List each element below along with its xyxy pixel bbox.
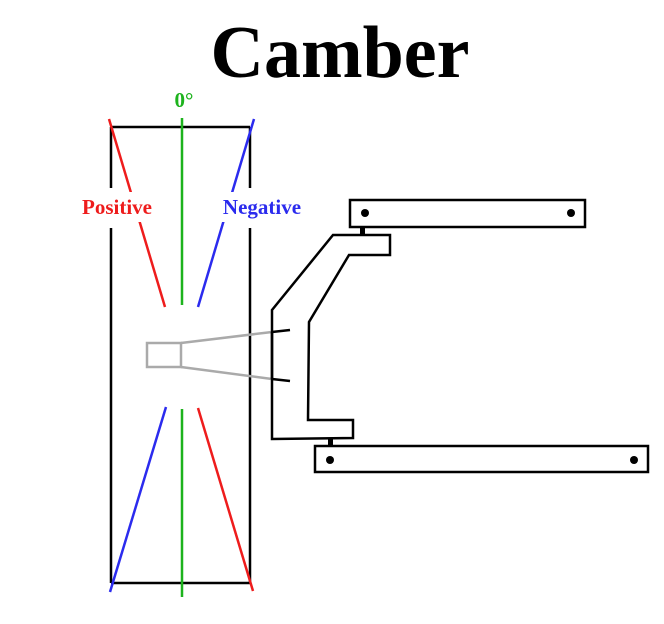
positive-camber-label: Positive [82,195,152,219]
hub-cap [145,341,183,369]
negative-camber-line-lower [108,406,168,593]
upper-ball-joint [360,227,365,235]
upper-control-arm [348,198,587,229]
negative-camber-label: Negative [223,195,301,219]
diagram-title: Camber [211,12,470,94]
upper-arm-pivot-inner [361,209,369,217]
knuckle-body [270,233,392,441]
lower-arm-body [313,444,650,474]
lower-arm-pivot-inner [326,456,334,464]
spindle-bottom-edge [180,365,273,381]
lower-ball-joint [328,438,333,446]
spindle-top-edge [180,330,273,345]
negative-label-bg [208,192,314,222]
wheel [109,125,252,585]
upper-arm-body [348,198,587,229]
spindle-knuckle-joint-bottom [271,377,291,383]
steering-knuckle [270,233,392,441]
zero-camber-label: 0° [175,88,194,112]
spindle-knuckle-joint-top [271,328,291,334]
hub [145,330,273,381]
positive-camber-line-lower [196,407,255,592]
upper-arm-pivot-outer [567,209,575,217]
positive-label-bg [70,192,164,222]
lower-arm-pivot-outer [630,456,638,464]
lower-control-arm [313,444,650,474]
